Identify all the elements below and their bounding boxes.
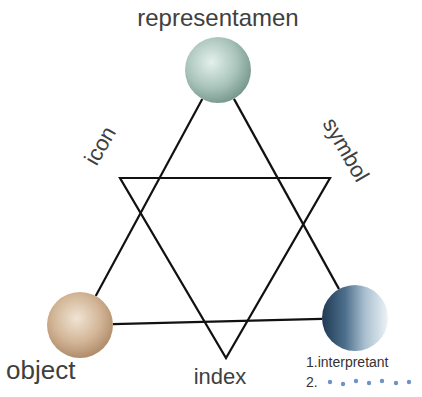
edge-label: symbol <box>318 113 375 186</box>
node-label: 1.interpretant <box>306 354 389 370</box>
edge-label: index <box>194 364 247 389</box>
dot-row <box>328 379 411 386</box>
circle-image <box>322 285 388 351</box>
node-label: object <box>6 356 75 386</box>
circle-image <box>47 292 113 358</box>
node-label: representamen <box>137 4 298 32</box>
edge-label: icon <box>79 122 121 170</box>
sign-circle: object <box>47 292 113 358</box>
sign-circle: 1.interpretant2. <box>322 285 388 351</box>
circle-image <box>185 37 251 103</box>
inverted-triangle <box>120 178 330 358</box>
triangle-side <box>113 319 322 324</box>
node-label: 2. <box>306 374 318 390</box>
sign-circle: representamen <box>185 37 251 103</box>
